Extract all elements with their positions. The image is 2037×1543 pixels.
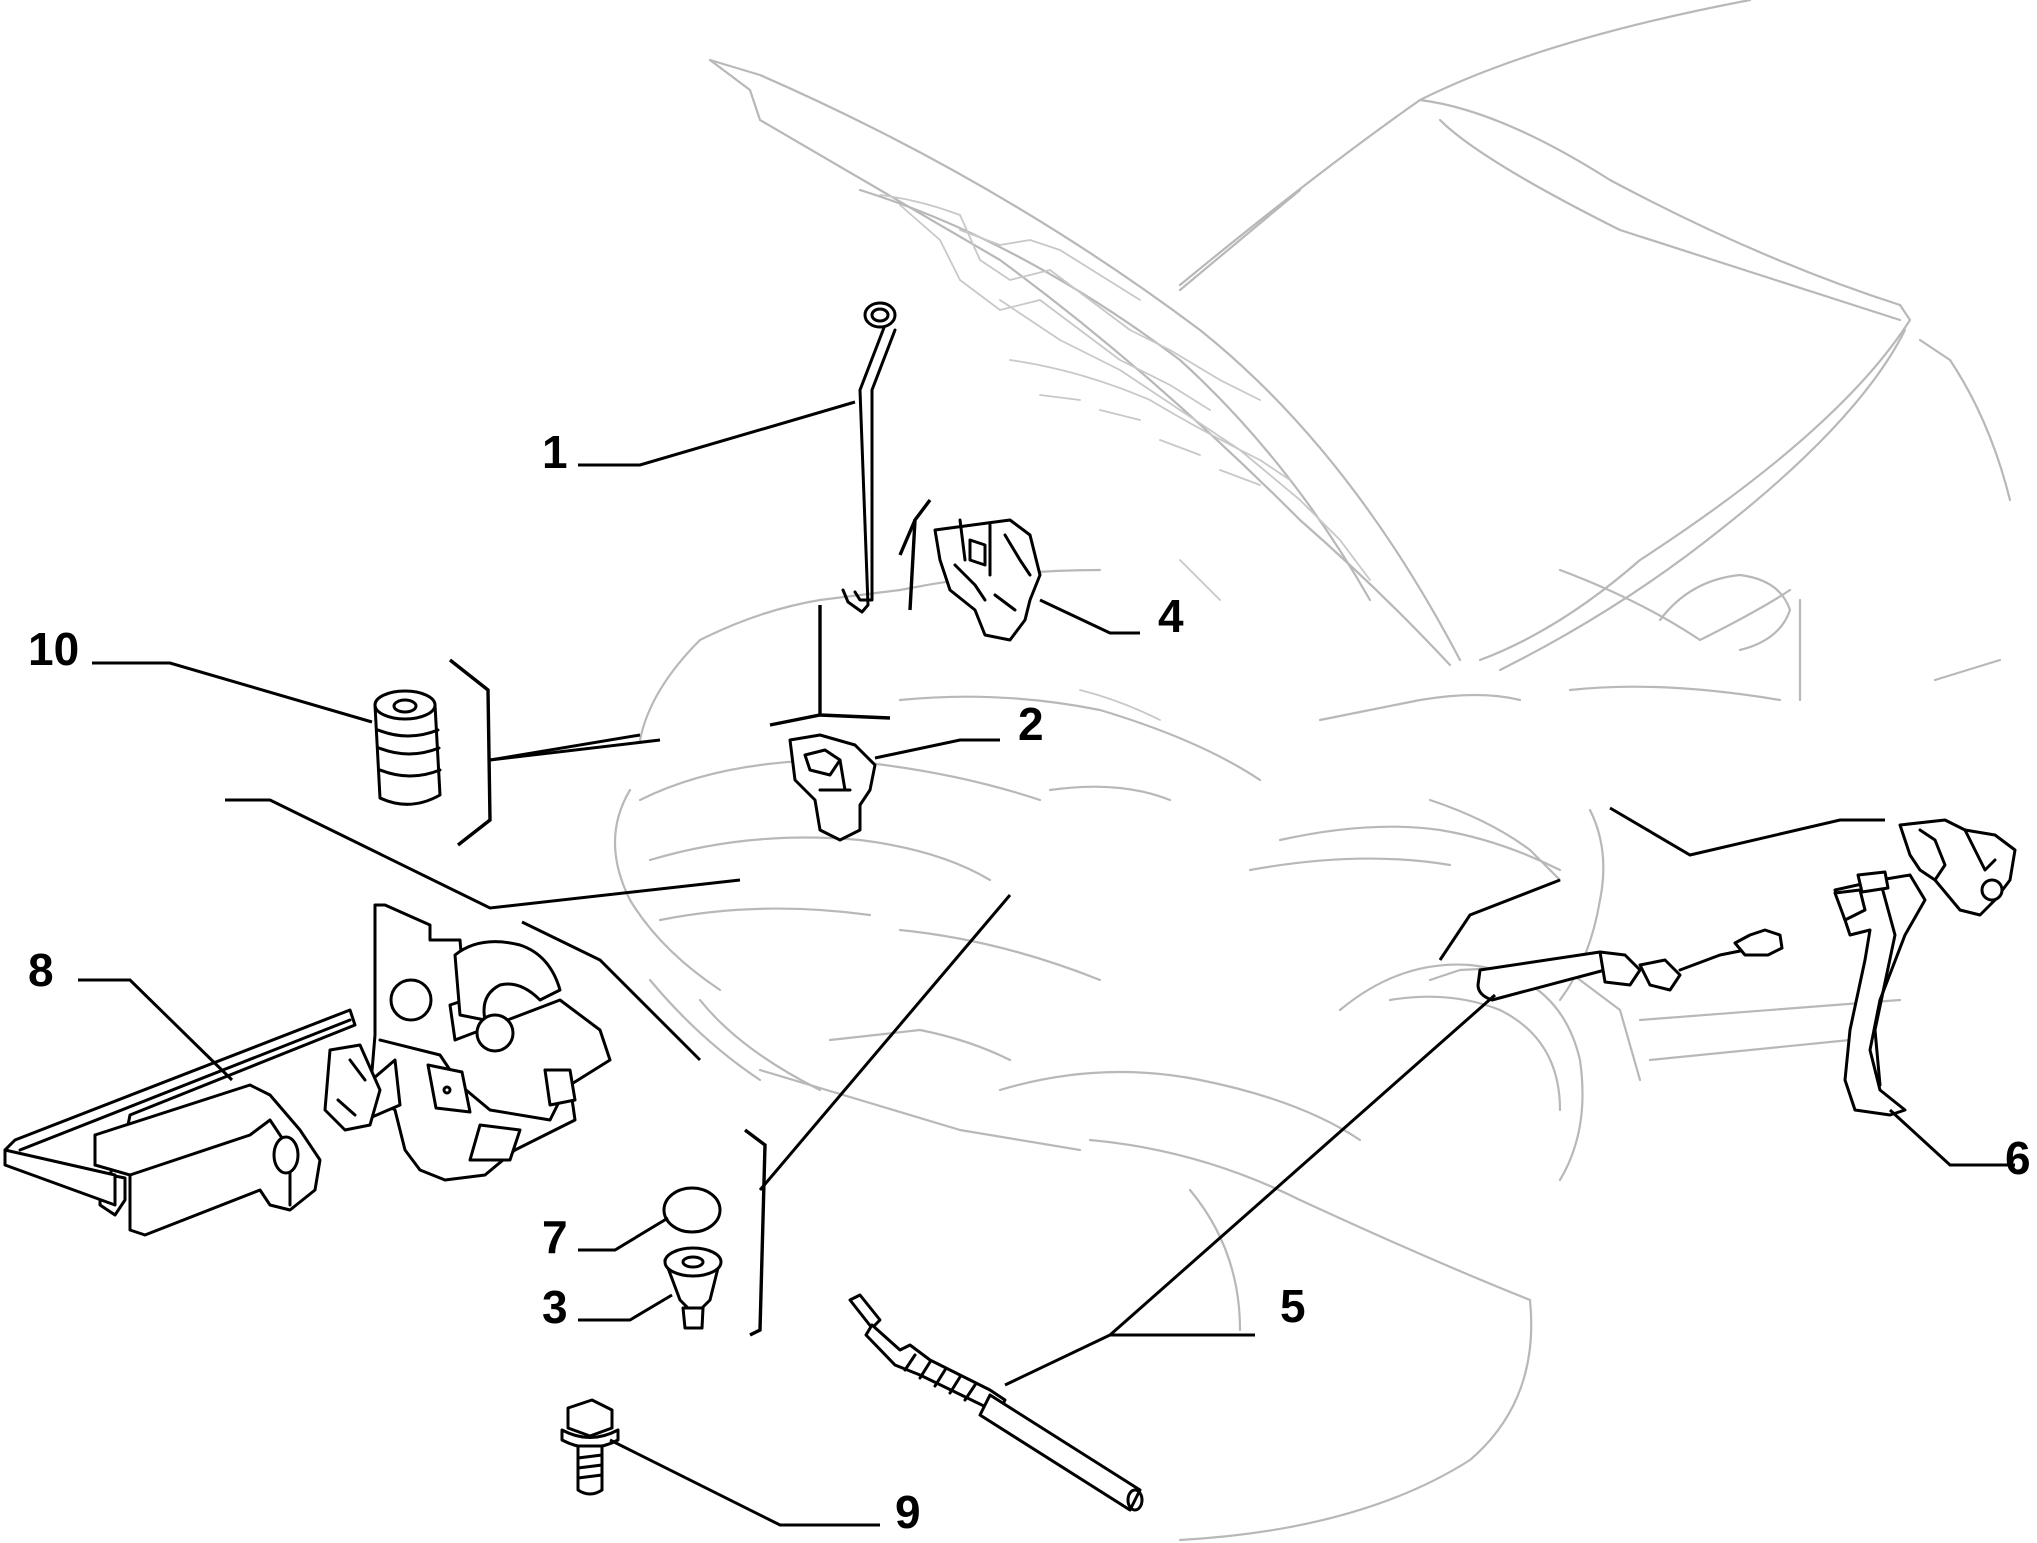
leader-lines: [78, 400, 2015, 1527]
leader-6: [1888, 1108, 2015, 1167]
windscreen-outline: [1178, 98, 1902, 307]
cap-part: [662, 1186, 722, 1234]
cable-part: [848, 928, 1784, 1512]
stay-rod-part: [841, 301, 897, 614]
car-body-outline: [614, 0, 2012, 1542]
leader-3: [578, 1293, 673, 1322]
callout-6: 6: [2005, 1132, 2031, 1184]
stay-rod-holder-part: [898, 498, 1042, 642]
lever-part: [1833, 818, 2017, 1117]
leader-5b: [1109, 993, 1496, 1337]
wheel-arch-outline: [1338, 963, 1584, 1182]
callout-9: 9: [895, 1486, 921, 1538]
leader-7: [578, 1216, 669, 1252]
callout-1: 1: [542, 426, 568, 478]
leader-2: [874, 738, 1000, 760]
callout-4: 4: [1158, 590, 1184, 642]
clip-part: [769, 605, 891, 842]
leader-9: [609, 1438, 880, 1527]
bonnet-lock-part: [3, 903, 612, 1237]
callout-2: 2: [1018, 698, 1044, 750]
buffer-3-part: [663, 1128, 767, 1337]
leader-1: [578, 400, 856, 467]
callout-5: 5: [1280, 1280, 1306, 1332]
bonnet-reinforcement: [879, 194, 1261, 401]
leader-4: [1039, 598, 1140, 635]
front-bumper-outline: [638, 588, 902, 742]
leader-8: [78, 978, 234, 1082]
bolt-part: [560, 1398, 620, 1496]
callout-3: 3: [542, 1281, 568, 1333]
callout-7: 7: [542, 1211, 568, 1263]
callout-labels: 1 2 3 4 5 6 7 8 9 10: [28, 426, 2031, 1538]
leader-5: [1004, 1333, 1255, 1387]
leader-10: [92, 661, 373, 724]
buffer-10-part: [373, 658, 641, 847]
bonnet-panel-outline: [708, 58, 1462, 662]
callout-10: 10: [28, 623, 79, 675]
callout-8: 8: [28, 944, 54, 996]
